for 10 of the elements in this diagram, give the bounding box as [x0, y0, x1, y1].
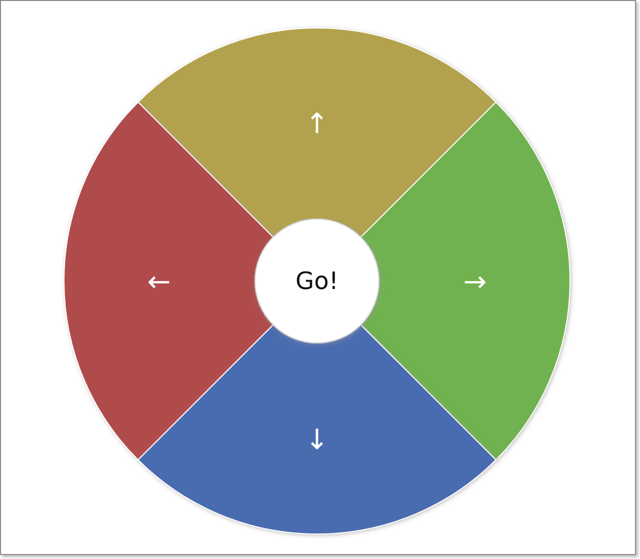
ring-sector: [138, 324, 496, 534]
ring-sector: [138, 28, 496, 238]
arrow-glyph: →: [463, 264, 487, 298]
center-circle: [254, 218, 380, 344]
arrow-glyph: ↓: [305, 422, 329, 456]
ring-sector: [360, 102, 570, 460]
center-label: Go!: [296, 267, 338, 295]
arrow-glyph: ←: [147, 264, 171, 298]
arrow-glyph: ↑: [305, 106, 329, 140]
ring-sector: [64, 102, 274, 460]
